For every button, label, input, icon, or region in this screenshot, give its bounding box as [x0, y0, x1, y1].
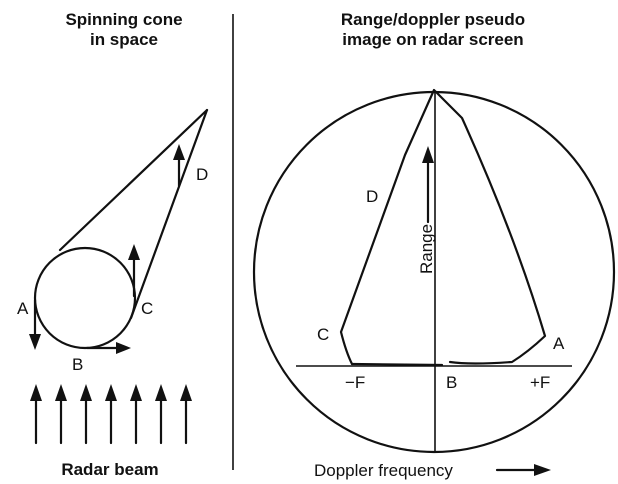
left-title-line-2: in space [90, 30, 158, 49]
doppler-axis-label: Doppler frequency [314, 461, 453, 480]
beam-arrow [105, 384, 117, 445]
right-title-line-1: Range/doppler pseudo [341, 10, 525, 29]
beam-arrow [55, 384, 67, 445]
arrow-point-a [29, 298, 41, 350]
label-point-b: B [72, 355, 83, 374]
pseudo-image-outline [339, 88, 547, 366]
beam-arrow [30, 384, 42, 445]
label-point-c: C [141, 299, 153, 318]
cone-base-circle [33, 246, 137, 350]
cone-lower-edge [129, 108, 209, 320]
right-title-line-2: image on radar screen [342, 30, 523, 49]
tick-zero-b: B [446, 373, 457, 392]
tick-minus-f: −F [345, 373, 365, 392]
label-point-a: A [17, 299, 29, 318]
screen-label-point-c: C [317, 325, 329, 344]
beam-arrow [180, 384, 192, 445]
arrow-point-c [128, 244, 140, 298]
radar-beam-arrows [30, 384, 192, 445]
cone-upper-edge [58, 108, 209, 252]
pseudo-image-base [350, 362, 444, 367]
beam-arrow [130, 384, 142, 445]
arrow-point-d [173, 144, 185, 188]
radar-beam-label: Radar beam [61, 460, 158, 479]
beam-arrow [80, 384, 92, 445]
screen-label-point-d: D [366, 187, 378, 206]
spinning-cone [33, 108, 209, 350]
left-title-line-1: Spinning cone [65, 10, 182, 29]
label-point-d: D [196, 165, 208, 184]
beam-arrow [155, 384, 167, 445]
tick-plus-f: +F [530, 373, 550, 392]
arrow-point-b [85, 342, 131, 354]
doppler-arrow [495, 464, 551, 476]
range-axis-label: Range [417, 224, 436, 274]
screen-label-point-a: A [553, 334, 565, 353]
range-arrow [422, 146, 434, 224]
